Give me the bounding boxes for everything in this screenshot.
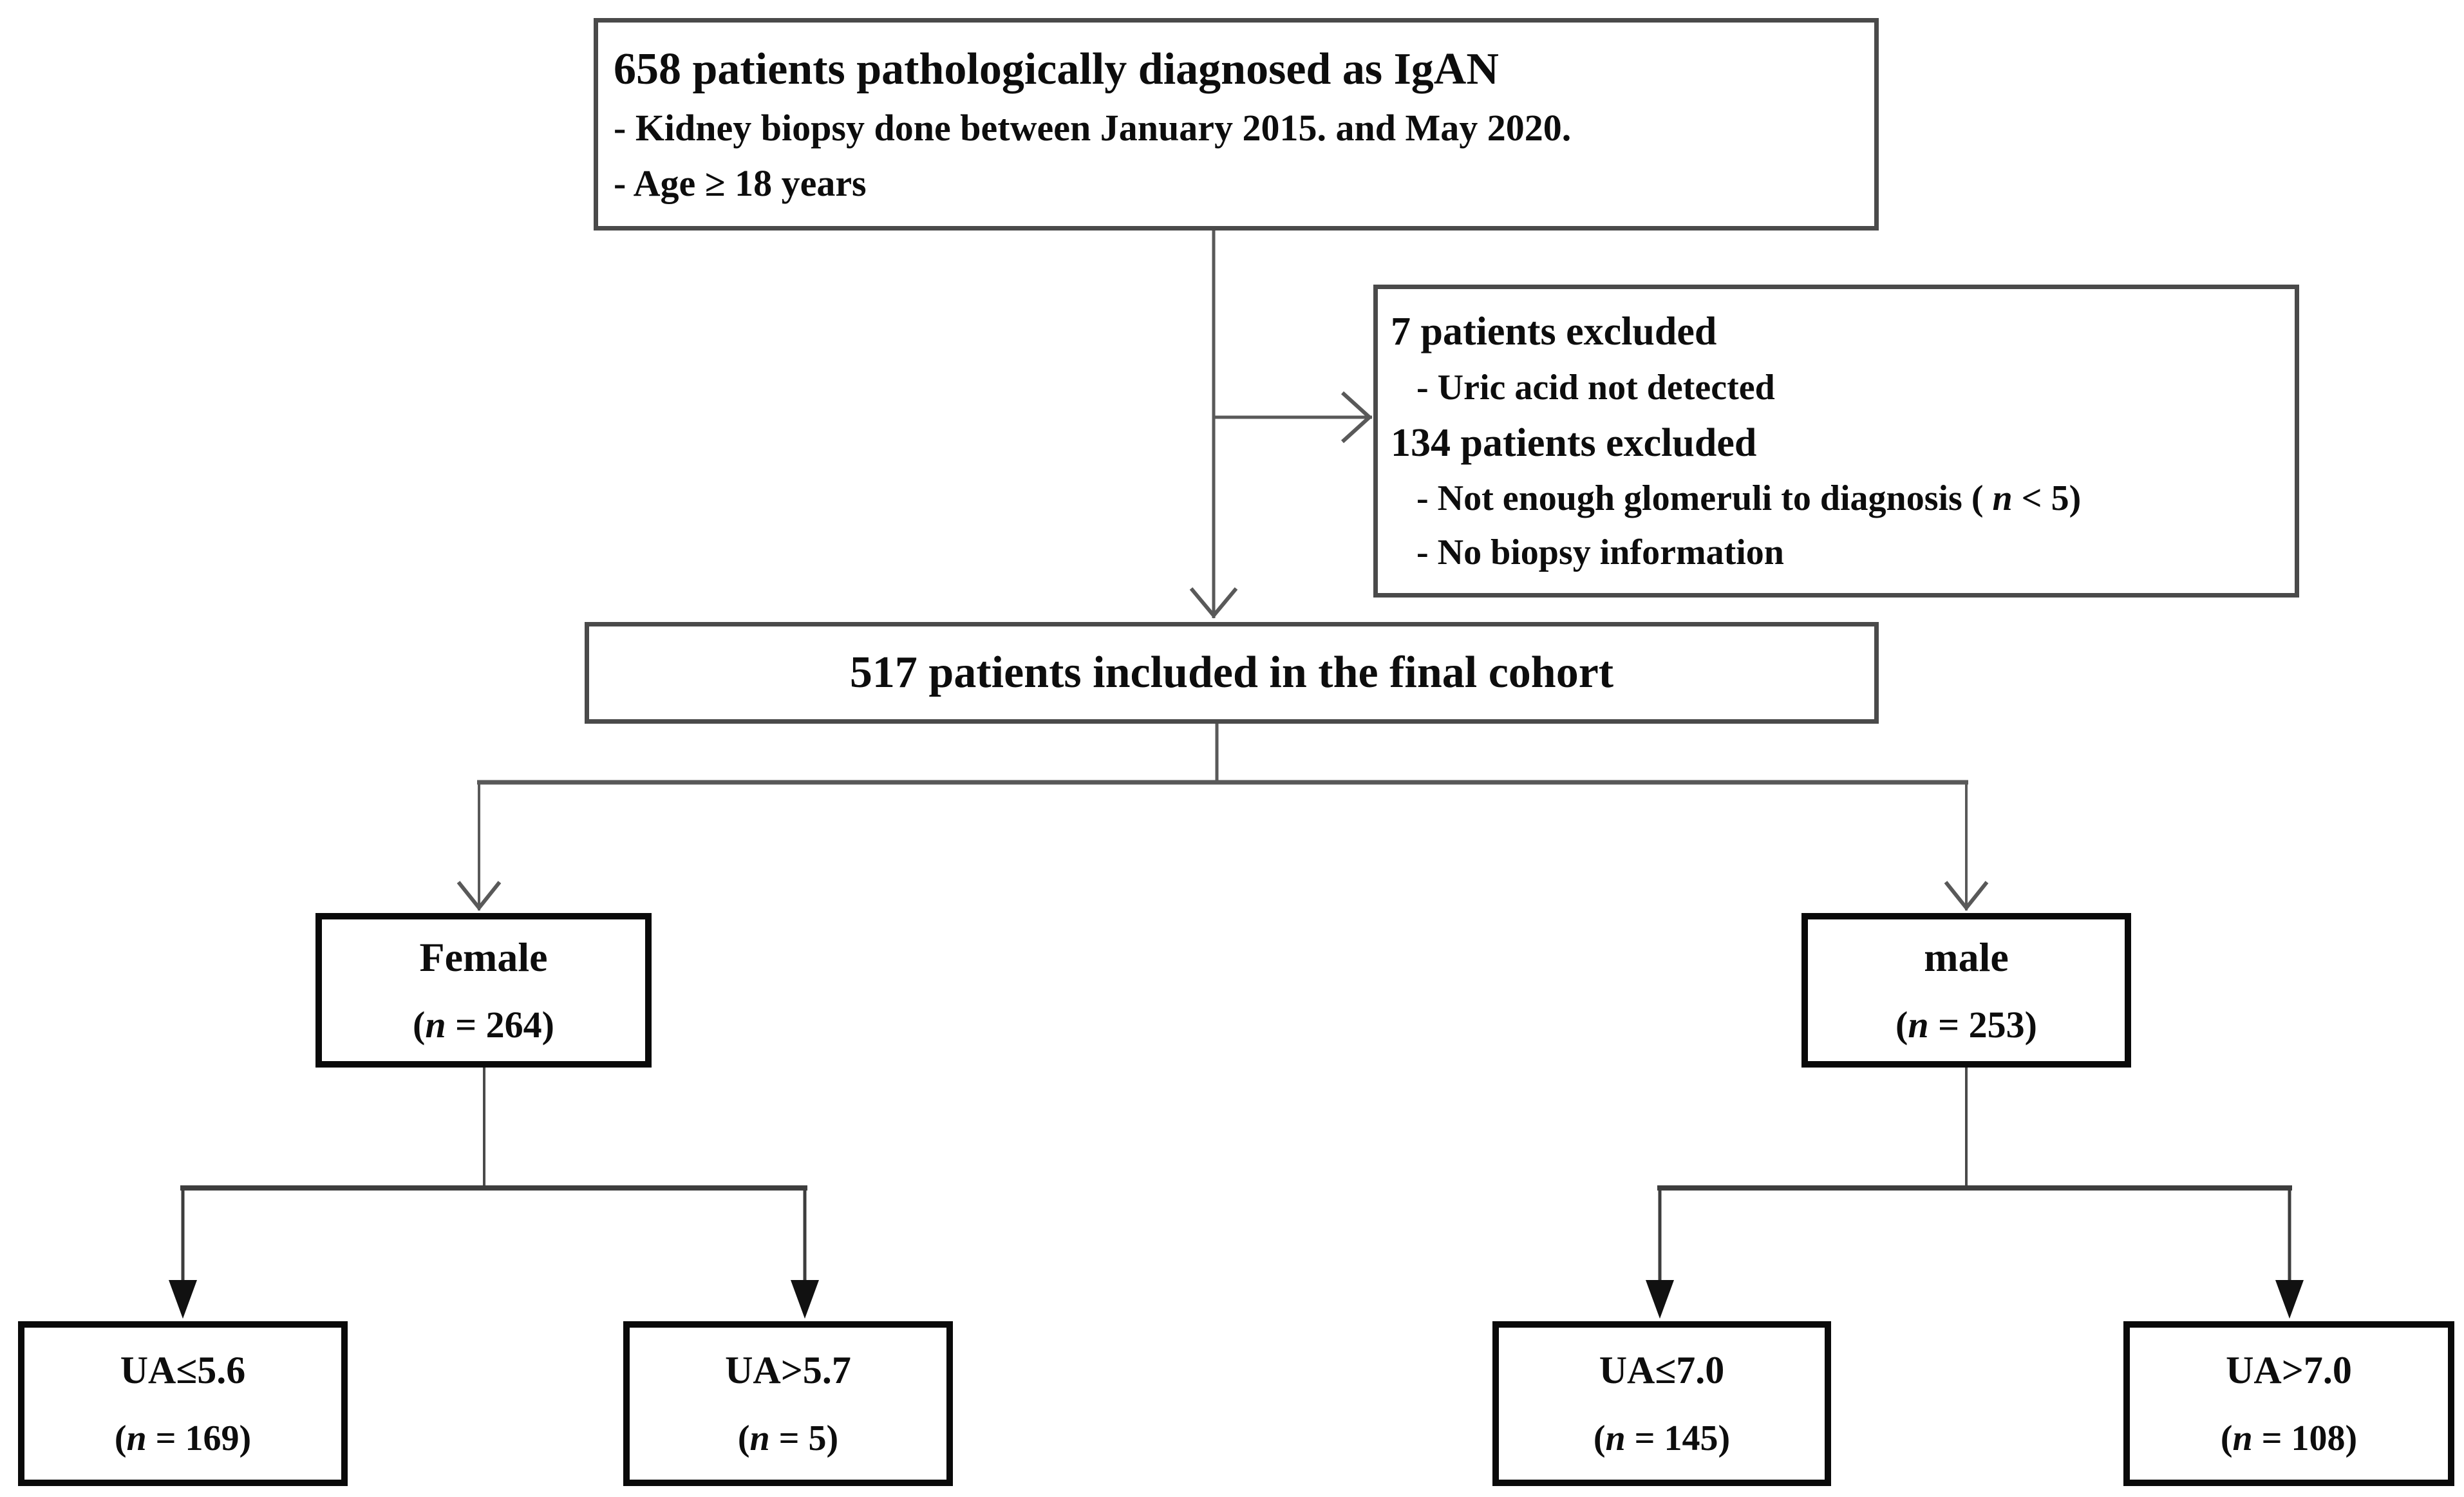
male-ua-high-title: UA>7.0: [2226, 1349, 2352, 1391]
male-ua-high-count: (n = 108): [2221, 1420, 2357, 1456]
excluded-group2-bullet2: - No biopsy information: [1416, 532, 1784, 572]
count-rest: = 145): [1625, 1418, 1731, 1458]
female-ua-high-box: UA>5.7 (n = 5): [623, 1321, 953, 1486]
italic-n: n: [2232, 1418, 2253, 1458]
count-open: (: [2220, 1418, 2233, 1458]
count-rest: = 169): [146, 1418, 252, 1458]
diagnosed-patients-title: 658 patients pathologically diagnosed as…: [614, 44, 1499, 94]
count-open: (: [737, 1418, 750, 1458]
excluded-group2-bullet1: - Not enough glomeruli to diagnosis ( n …: [1391, 480, 2282, 516]
chevron-down-icon: [1189, 587, 1238, 619]
count-rest: = 108): [2252, 1418, 2358, 1458]
male-count: (n = 253): [1895, 1006, 2037, 1044]
male-ua-low-count: (n = 145): [1594, 1420, 1730, 1456]
final-cohort-label: 517 patients included in the final cohor…: [849, 648, 1614, 697]
chevron-down-icon: [456, 881, 502, 911]
italic-n: n: [425, 1004, 446, 1046]
italic-n: n: [1992, 478, 2013, 519]
excluded-group1-bullet: - Uric acid not detected: [1416, 367, 1775, 408]
female-title: Female: [419, 934, 548, 980]
male-ua-low-box: UA≤7.0 (n = 145): [1492, 1321, 1831, 1486]
male-ua-low-title: UA≤7.0: [1599, 1349, 1725, 1391]
biopsy-period-bullet: - Kidney biopsy done between January 201…: [614, 107, 1572, 149]
count-open: (: [413, 1004, 426, 1046]
count-open: (: [1895, 1004, 1908, 1046]
bullet-text: - Not enough glomeruli to diagnosis (: [1416, 478, 1993, 519]
female-ua-low-box: UA≤5.6 (n = 169): [18, 1321, 348, 1486]
count-rest: = 5): [769, 1418, 839, 1458]
female-ua-high-title: UA>5.7: [725, 1349, 851, 1391]
bullet-text: < 5): [2012, 478, 2082, 519]
female-count: (n = 264): [413, 1006, 554, 1044]
arrowhead-down-icon: [1646, 1280, 1674, 1319]
male-box: male (n = 253): [1801, 913, 2131, 1068]
female-ua-low-title: UA≤5.6: [120, 1349, 246, 1391]
split-male-to-ua: [1646, 1068, 2304, 1319]
count-rest: = 264): [446, 1004, 554, 1046]
male-title: male: [1924, 934, 2009, 980]
diagnosed-patients-box: 658 patients pathologically diagnosed as…: [594, 18, 1879, 231]
arrowhead-down-icon: [169, 1280, 197, 1319]
excluded-group2-title: 134 patients excluded: [1391, 420, 1757, 465]
arrowhead-down-icon: [2275, 1280, 2304, 1319]
excluded-patients-box: 7 patients excluded - Uric acid not dete…: [1373, 285, 2299, 598]
excluded-group1-title: 7 patients excluded: [1391, 310, 1717, 354]
count-open: (: [1593, 1418, 1606, 1458]
arrowhead-down-icon: [791, 1280, 819, 1319]
final-cohort-box: 517 patients included in the final cohor…: [585, 622, 1879, 724]
female-ua-low-count: (n = 169): [115, 1420, 251, 1456]
age-criterion-bullet: - Age ≥ 18 years: [614, 162, 867, 204]
count-open: (: [114, 1418, 127, 1458]
italic-n: n: [126, 1418, 147, 1458]
female-box: Female (n = 264): [315, 913, 652, 1068]
male-ua-high-box: UA>7.0 (n = 108): [2123, 1321, 2454, 1486]
split-cohort-to-sex: [456, 724, 1989, 911]
arrow-to-exclusion: [1212, 391, 1373, 444]
italic-n: n: [1605, 1418, 1626, 1458]
arrow-top-to-cohort: [1189, 231, 1238, 619]
count-rest: = 253): [1928, 1004, 2037, 1046]
italic-n: n: [1908, 1004, 1929, 1046]
chevron-down-icon: [1944, 881, 1989, 911]
split-female-to-ua: [169, 1068, 819, 1319]
chevron-right-icon: [1340, 391, 1373, 444]
female-ua-high-count: (n = 5): [738, 1420, 838, 1456]
italic-n: n: [749, 1418, 770, 1458]
